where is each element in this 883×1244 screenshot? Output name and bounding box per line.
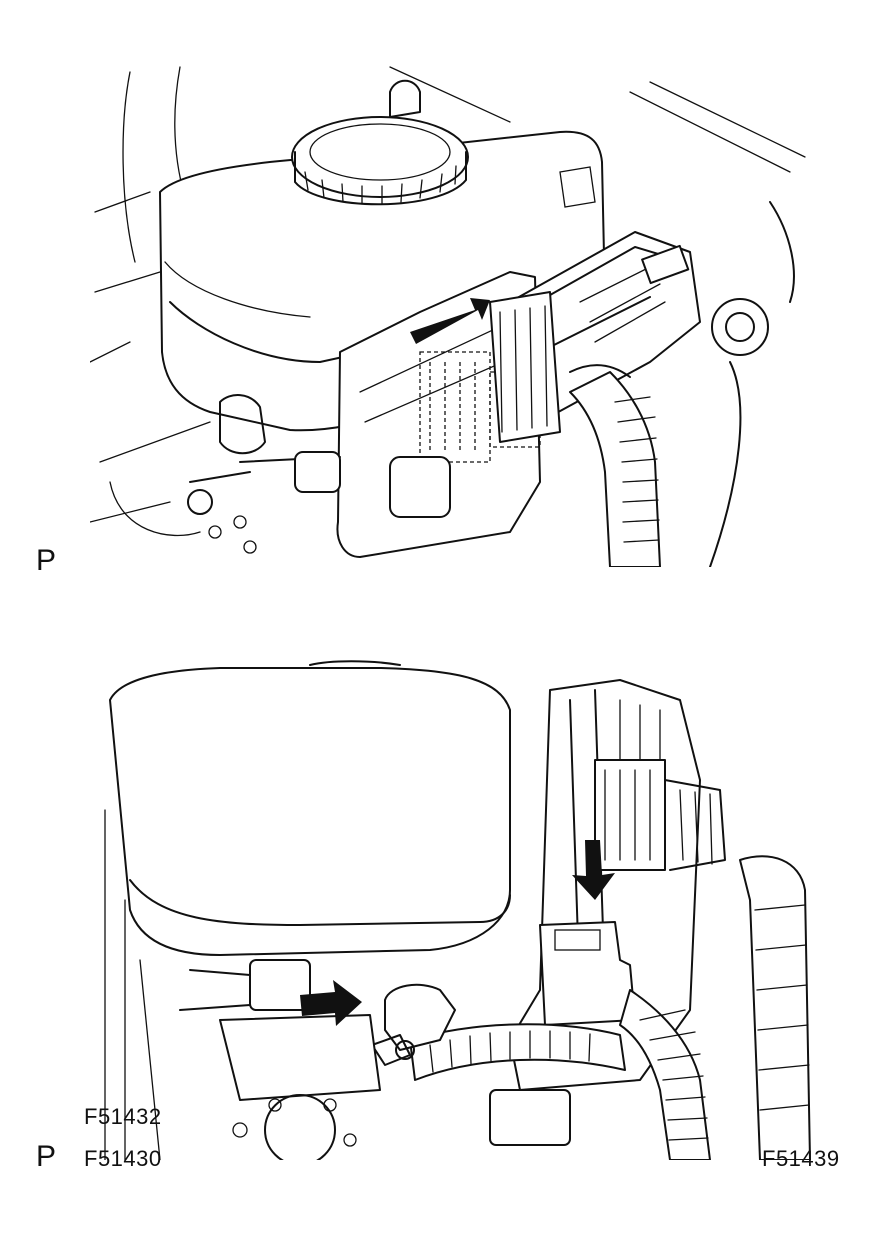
wire-harness bbox=[569, 371, 661, 567]
figure-code: F51439 bbox=[762, 1146, 840, 1171]
top-p-marker: P bbox=[36, 544, 57, 577]
bottom-illustration bbox=[100, 660, 825, 1160]
wire-harness-cross bbox=[409, 1023, 626, 1081]
figure-code: F51430 bbox=[84, 1146, 162, 1171]
phantom-connector bbox=[419, 351, 491, 463]
master-cylinder-sensor-drawing bbox=[104, 660, 811, 1160]
bottom-p-marker: P bbox=[36, 1140, 57, 1173]
insert-arrow bbox=[410, 298, 490, 344]
reservoir-body-lower bbox=[109, 667, 511, 956]
wire-harness-right bbox=[619, 989, 711, 1160]
bracket-panel bbox=[336, 271, 541, 558]
master-cylinder-connector-drawing bbox=[90, 66, 806, 567]
abs-connector-lower bbox=[594, 759, 666, 871]
reservoir-cap bbox=[291, 116, 469, 198]
disconnect-arrow-left bbox=[300, 980, 362, 1026]
disconnect-arrow-down bbox=[572, 840, 615, 900]
pressure-sensor-plug bbox=[384, 983, 456, 1051]
top-illustration bbox=[90, 62, 810, 567]
figure-code: F51432 bbox=[84, 1104, 162, 1129]
